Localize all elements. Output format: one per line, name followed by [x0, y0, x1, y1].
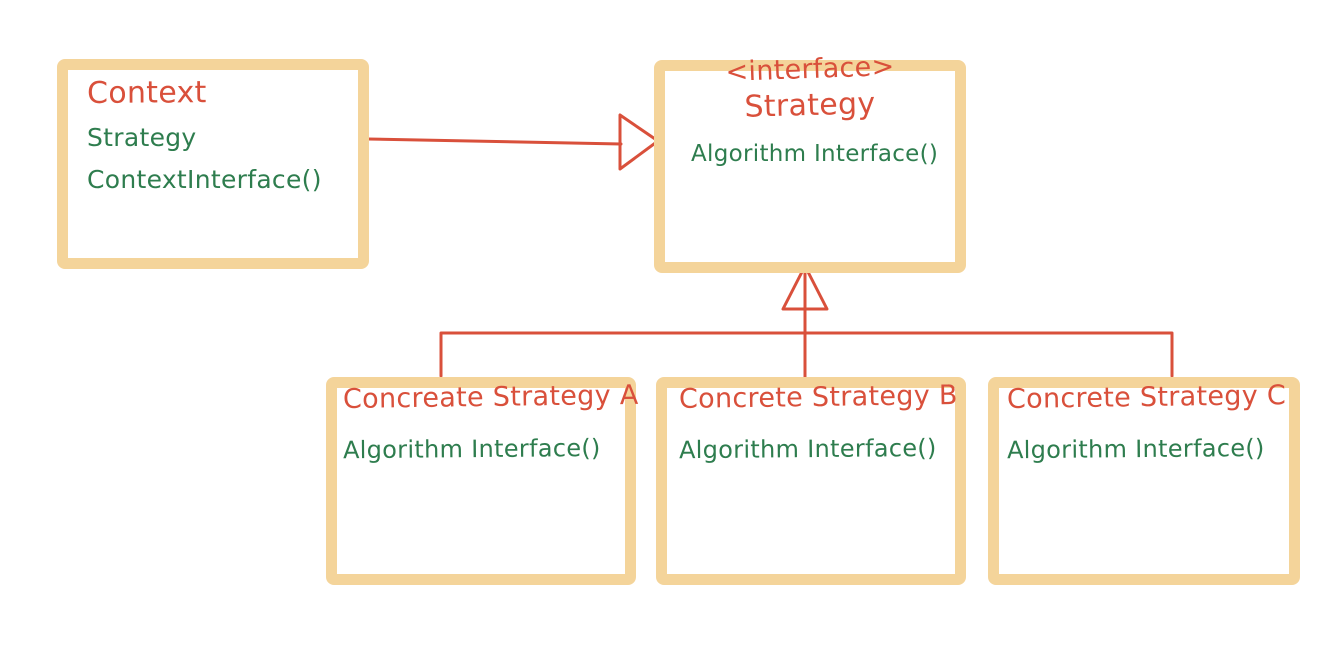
class-member: ContextInterface() — [87, 165, 322, 194]
class-member: Algorithm Interface() — [678, 433, 937, 465]
class-member: Algorithm Interface() — [342, 433, 601, 465]
class-member: Algorithm Interface() — [691, 141, 939, 167]
class-box-concrete-strategy-a: Concreate Strategy A Algorithm Interface… — [326, 377, 639, 585]
class-member: Strategy — [87, 123, 197, 152]
tree-left-branch — [439, 331, 1174, 378]
class-box-concrete-strategy-b: Concrete Strategy B Algorithm Interface(… — [656, 377, 966, 585]
open-triangle-arrowhead-icon — [618, 113, 660, 171]
class-box-context: Context Strategy ContextInterface() — [57, 59, 369, 269]
class-name: Strategy — [744, 86, 876, 125]
class-name: Concreate Strategy A — [342, 379, 639, 415]
class-name: Concrete Strategy B — [678, 380, 958, 415]
arrow-shaft — [366, 137, 623, 146]
class-box-concrete-strategy-c: Concrete Strategy C Algorithm Interface(… — [988, 377, 1300, 585]
interface-stereotype: <interface> — [725, 51, 895, 88]
realization-arrow-context-to-strategy — [366, 113, 660, 171]
inheritance-tree-connector — [439, 264, 1174, 379]
class-name: Context — [86, 75, 207, 111]
class-box-strategy-interface: <interface> Strategy Algorithm Interface… — [654, 51, 966, 273]
class-member: Algorithm Interface() — [1006, 433, 1265, 465]
class-name: Concrete Strategy C — [1006, 380, 1287, 415]
